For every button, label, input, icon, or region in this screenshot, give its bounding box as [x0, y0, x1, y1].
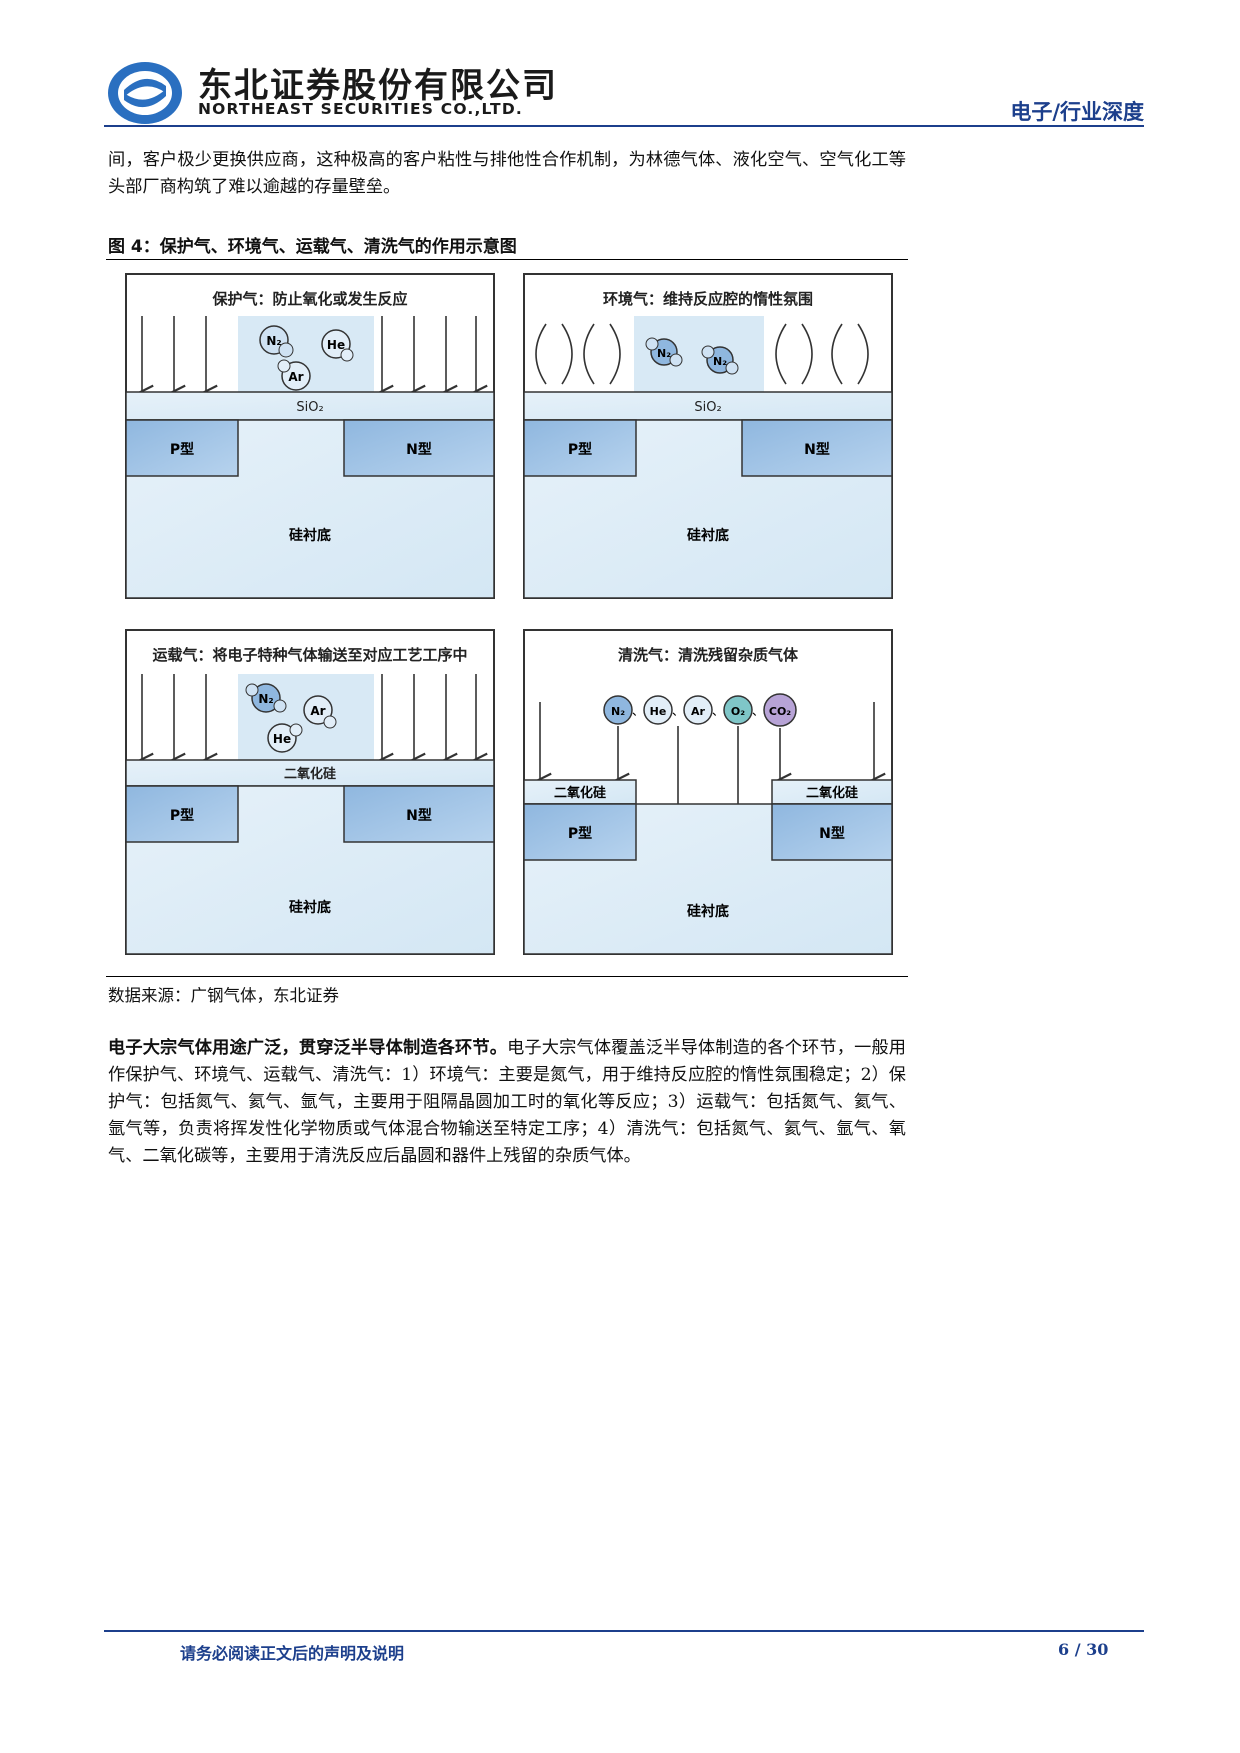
svg-text:He: He — [273, 732, 291, 746]
n-type-label: N型 — [406, 441, 432, 458]
svg-text:N₂: N₂ — [258, 692, 273, 706]
p-type-label: P型 — [568, 441, 592, 458]
panel-clean-title: 清洗气：清洗残留杂质气体 — [618, 646, 799, 664]
n-type-label: N型 — [406, 807, 432, 824]
figure-title: 图 4：保护气、环境气、运载气、清洗气的作用示意图 — [108, 237, 517, 257]
page-number: 6 / 30 — [1058, 1640, 1109, 1659]
n-type-label: N型 — [819, 825, 845, 842]
molecule-he: He — [267, 723, 303, 753]
svg-text:O₂: O₂ — [731, 705, 745, 718]
svg-text:、: 、 — [632, 704, 644, 718]
gas-roles-diagram: 保护气：防止氧化或发生反应 N₂ He Ar SiO₂ P型 N型 硅衬底 环境… — [118, 268, 900, 968]
svg-text:N₂: N₂ — [266, 334, 281, 348]
body-text: 电子大宗气体覆盖泛半导体制造的各个环节，一般用作保护气、环境气、运载气、清洗气：… — [108, 1038, 906, 1166]
svg-text:Ar: Ar — [288, 370, 303, 384]
header-rule — [104, 125, 1144, 127]
svg-text:N₂: N₂ — [611, 705, 625, 718]
figure-source: 数据来源：广钢气体，东北证券 — [108, 986, 339, 1005]
svg-text:、: 、 — [752, 704, 764, 718]
company-logo-icon — [106, 60, 184, 126]
svg-text:Ar: Ar — [310, 704, 325, 718]
panel-carrier: 运载气：将电子特种气体输送至对应工艺工序中 N₂ Ar He 二氧化硅 P型 N… — [125, 629, 495, 955]
oxide-layer-label: 二氧化硅 — [284, 766, 336, 782]
body-paragraph: 电子大宗气体用途广泛，贯穿泛半导体制造各环节。电子大宗气体覆盖泛半导体制造的各个… — [108, 1035, 906, 1170]
molecule-n2: N₂ — [259, 325, 294, 358]
panel-environment: 环境气：维持反应腔的惰性氛围 N₂ N₂ SiO₂ P型 N型 硅衬底 — [523, 273, 893, 599]
molecule-ar: Ar — [277, 359, 311, 391]
oxide-right-label: 二氧化硅 — [806, 785, 858, 801]
oxide-layer-label: SiO₂ — [296, 400, 323, 415]
svg-text:He: He — [650, 705, 667, 718]
p-type-label: P型 — [170, 807, 194, 824]
n-type-label: N型 — [804, 441, 830, 458]
p-type-label: P型 — [568, 825, 592, 842]
figure-bottom-rule — [106, 976, 908, 977]
panel-carrier-title: 运载气：将电子特种气体输送至对应工艺工序中 — [152, 646, 467, 664]
report-category: 电子/行业深度 — [1010, 100, 1144, 124]
panel-env-title: 环境气：维持反应腔的惰性氛围 — [603, 290, 813, 308]
substrate-label: 硅衬底 — [289, 527, 331, 544]
footer-rule — [104, 1630, 1144, 1632]
panel-clean: 清洗气：清洗残留杂质气体 N₂ 、 He 、 Ar 、 O₂ 、 CO₂ 二氧化… — [523, 629, 893, 955]
panel-protect: 保护气：防止氧化或发生反应 N₂ He Ar SiO₂ P型 N型 硅衬底 — [125, 273, 495, 599]
molecule-n2-b: N₂ — [701, 345, 739, 375]
molecule-he: He — [321, 329, 354, 362]
body-lead: 电子大宗气体用途广泛，贯穿泛半导体制造各环节。 — [108, 1038, 508, 1058]
gas-row: N₂ 、 He 、 Ar 、 O₂ 、 CO₂ — [603, 693, 797, 727]
substrate-label: 硅衬底 — [289, 899, 331, 916]
molecule-n2: N₂ — [245, 683, 287, 713]
svg-text:、: 、 — [672, 704, 684, 718]
svg-text:CO₂: CO₂ — [769, 705, 791, 718]
figure-title-rule — [106, 259, 908, 260]
company-name-en: NORTHEAST SECURITIES CO.,LTD. — [198, 100, 523, 118]
footer-disclaimer: 请务必阅读正文后的声明及说明 — [180, 1644, 405, 1663]
molecule-n2-a: N₂ — [645, 337, 683, 367]
intro-paragraph: 间，客户极少更换供应商，这种极高的客户粘性与排他性合作机制，为林德气体、液化空气… — [108, 150, 906, 197]
molecule-ar: Ar — [303, 695, 337, 729]
p-type-label: P型 — [170, 441, 194, 458]
svg-text:N₂: N₂ — [713, 355, 727, 368]
svg-text:He: He — [327, 338, 345, 352]
svg-text:N₂: N₂ — [657, 347, 671, 360]
substrate-label: 硅衬底 — [687, 903, 729, 920]
oxide-left-label: 二氧化硅 — [554, 785, 606, 801]
company-name-cn: 东北证券股份有限公司 — [198, 66, 558, 106]
substrate-label: 硅衬底 — [687, 527, 729, 544]
panel-protect-title: 保护气：防止氧化或发生反应 — [211, 290, 407, 308]
svg-text:Ar: Ar — [691, 705, 706, 718]
oxide-layer-label: SiO₂ — [694, 400, 721, 415]
svg-text:、: 、 — [712, 704, 724, 718]
